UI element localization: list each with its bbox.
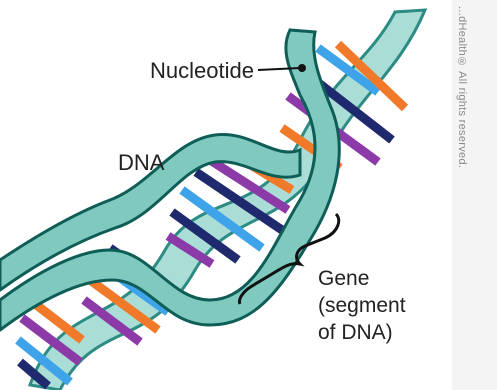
label-gene-of-dna: of DNA) (318, 321, 393, 344)
copyright-strip: ...dHealth® All rights reserved. (452, 0, 497, 390)
nucleotide-dot (298, 64, 306, 72)
label-gene: Gene (318, 267, 369, 290)
copyright-text: ...dHealth® All rights reserved. (456, 6, 468, 168)
label-gene-segment: (segment (318, 294, 406, 317)
label-nucleotide: Nucleotide (150, 58, 254, 83)
label-dna: DNA (118, 150, 165, 175)
